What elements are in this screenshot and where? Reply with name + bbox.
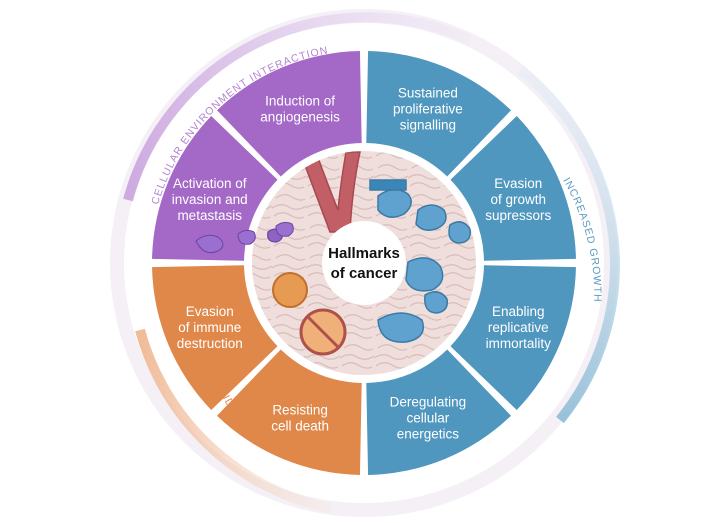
segment-label-sustained-line3: signalling xyxy=(400,118,456,133)
segment-label-energetics-line2: cellular xyxy=(407,410,450,425)
outer-ring-right-arc xyxy=(516,66,620,424)
segment-label-evasion-growth-line3: supressors xyxy=(485,208,551,223)
center-title-line1: Hallmarks xyxy=(328,245,400,262)
blocked-cell-icon xyxy=(299,308,347,356)
segment-label-immune-line2: of immune xyxy=(178,320,241,335)
center-disc xyxy=(322,221,406,305)
segment-label-immune-line1: Evasion xyxy=(186,304,234,319)
segment-shape-sustained xyxy=(366,51,512,177)
segment-label-invasion-line2: invasion and xyxy=(172,192,248,207)
segment-label-cell-death-line1: Resisting xyxy=(272,402,328,417)
segment-shape-energetics xyxy=(366,349,512,475)
segments-layer: SustainedproliferativesignallingEvasiono… xyxy=(152,51,576,475)
segment-label-angiogenesis-line1: Induction of xyxy=(265,94,335,109)
blood-vessel-illustration xyxy=(298,151,361,233)
segment-shape-evasion-growth xyxy=(450,115,576,261)
outer-ring-top-arc xyxy=(123,12,473,202)
segment-label-invasion-line1: Activation of xyxy=(173,176,247,191)
segment-shape-angiogenesis xyxy=(216,51,362,177)
segment-label-sustained-line2: proliferative xyxy=(393,102,463,117)
segment-label-cell-death-line2: cell death xyxy=(271,418,329,433)
segment-label-evasion-growth-line1: Evasion xyxy=(494,176,542,191)
segment-label-energetics-line1: Deregulating xyxy=(390,394,467,409)
segment-label-angiogenesis-line2: angiogenesis xyxy=(260,110,340,125)
segment-label-replicative-line2: replicative xyxy=(488,320,549,335)
segment-shape-immune xyxy=(152,265,278,411)
segment-label-immune-line3: destruction xyxy=(177,336,243,351)
segment-label-sustained-line1: Sustained xyxy=(398,86,458,101)
segment-label-energetics-line3: energetics xyxy=(397,426,460,441)
inner-disc xyxy=(248,147,480,379)
blue-cells-illustration xyxy=(369,179,471,343)
segment-shape-replicative xyxy=(450,265,576,411)
center-title-line2: of cancer xyxy=(331,265,398,282)
segment-shape-invasion xyxy=(152,115,278,261)
invasion-cells-illustration xyxy=(195,221,294,254)
outer-ring-bottom-arc xyxy=(135,328,331,513)
segment-label-invasion-line3: metastasis xyxy=(177,208,242,223)
orange-cell-illustration xyxy=(272,272,308,308)
segment-shape-cell-death xyxy=(216,349,362,475)
segment-label-replicative-line1: Enabling xyxy=(492,304,545,319)
segment-label-replicative-line3: immortality xyxy=(486,336,552,351)
segment-label-evasion-growth-line2: of growth xyxy=(491,192,547,207)
